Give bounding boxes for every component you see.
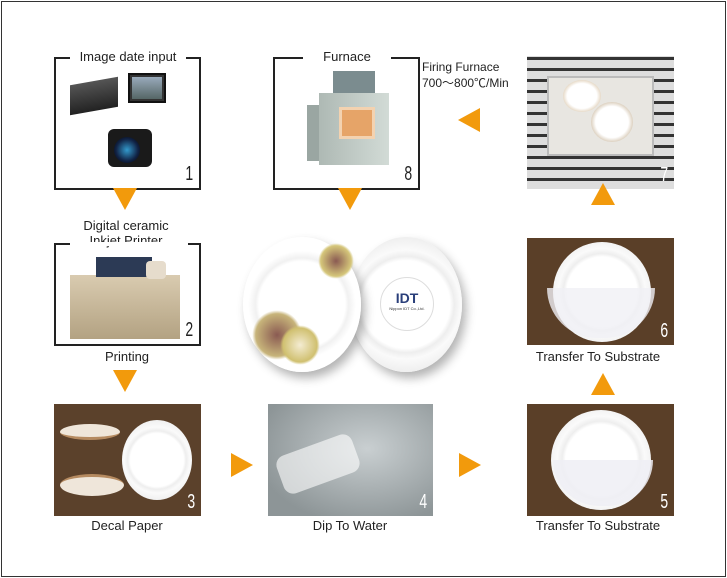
step-number: 4: [419, 491, 427, 513]
arrow-down-icon: [113, 188, 137, 210]
step-5-caption: Transfer To Substrate: [535, 518, 661, 533]
firing-furnace-note: Firing Furnace 700～800℃/Min: [422, 59, 509, 91]
step-number: 5: [660, 491, 668, 513]
step-8-box: 8: [273, 56, 420, 190]
step-3-decal-photo: 3: [54, 404, 201, 516]
step-1-box: 1: [54, 56, 201, 190]
step-number: 3: [187, 491, 195, 513]
step-7-kiln-photo: 7: [527, 56, 674, 189]
arrow-right-icon: [231, 453, 253, 477]
inkjet-printer-image: [66, 247, 186, 343]
step-number: 1: [185, 163, 193, 185]
step-number: 7: [660, 164, 668, 186]
step-2-title-line-1: Digital ceramic: [83, 218, 169, 233]
arrow-right-icon: [459, 453, 481, 477]
idt-logo-subtitle: Nippon IDT Co.,Ltd.: [389, 306, 425, 311]
step-2-box: 2: [54, 242, 201, 346]
firing-line-2: 700～800℃/Min: [422, 76, 509, 90]
step-number: 8: [404, 163, 412, 185]
step-4-caption: Dip To Water: [312, 518, 388, 533]
step-3-caption: Decal Paper: [91, 518, 163, 533]
step-number: 2: [185, 319, 193, 341]
finished-plates-image: IDT Nippon IDT Co.,Ltd.: [240, 235, 470, 375]
step-number: 6: [660, 320, 668, 342]
step-6-caption: Transfer To Substrate: [535, 349, 661, 364]
arrow-down-icon: [338, 188, 362, 210]
step-2-caption: Printing: [104, 349, 150, 364]
arrow-down-icon: [113, 370, 137, 392]
firing-line-1: Firing Furnace: [422, 60, 500, 74]
step-4-dip-photo: 4: [268, 404, 433, 516]
arrow-left-icon: [458, 108, 480, 132]
step-8-title: Furnace: [323, 49, 371, 64]
step-6-transfer-photo: 6: [527, 238, 674, 345]
furnace-image: [305, 71, 395, 181]
scanner-computer-camera-image: [68, 67, 183, 177]
idt-logo: IDT: [395, 290, 419, 306]
step-1-title: Image date input: [79, 49, 177, 64]
step-5-transfer-photo: 5: [527, 404, 674, 516]
arrow-up-icon: [591, 373, 615, 395]
arrow-up-icon: [591, 183, 615, 205]
